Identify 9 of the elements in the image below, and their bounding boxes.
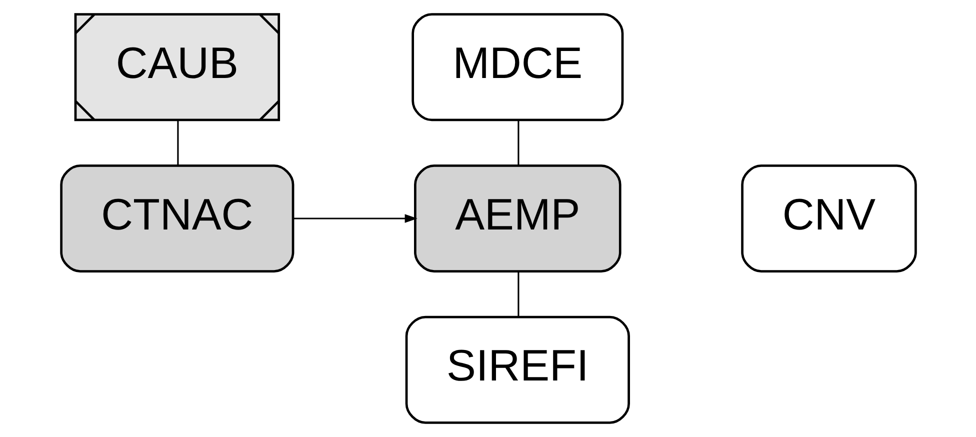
node-box: MDCE — [411, 13, 624, 122]
connector — [517, 120, 519, 166]
connector — [176, 120, 178, 166]
node-box: CTNAC — [60, 164, 294, 272]
connector — [517, 271, 519, 317]
arrow — [292, 214, 417, 223]
node-box: CNV — [740, 164, 916, 272]
node-box: AEMP — [414, 164, 621, 272]
node-box: SIREFI — [404, 316, 630, 424]
